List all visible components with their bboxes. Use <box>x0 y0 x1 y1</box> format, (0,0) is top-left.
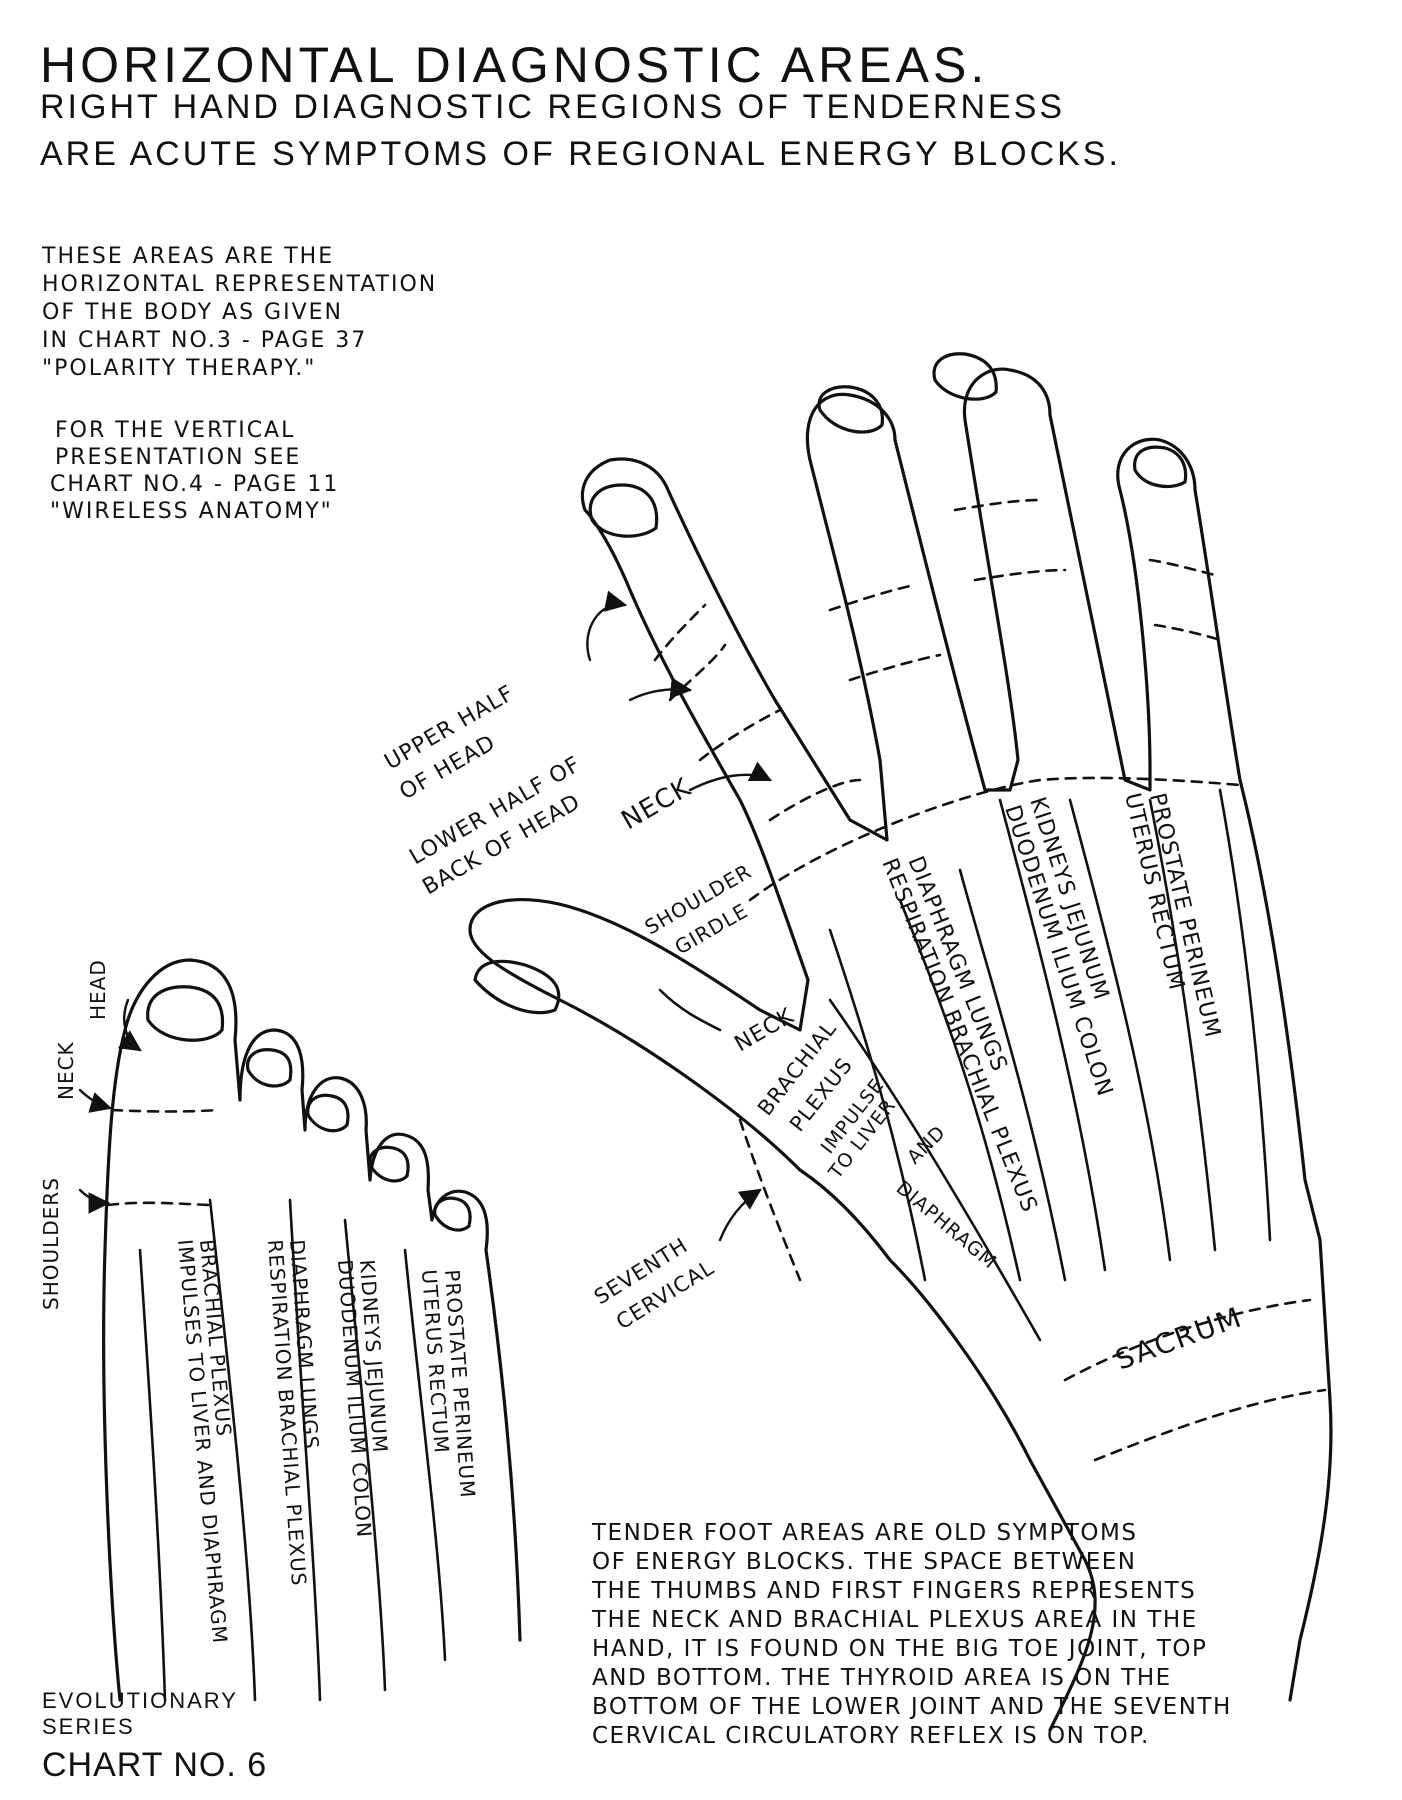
foot-drawing <box>78 958 522 1702</box>
nail-index <box>588 483 659 538</box>
nail-toe-4 <box>368 1145 410 1183</box>
note-vertical-line: CHART NO.4 - PAGE 11 <box>50 472 340 497</box>
arrow-lower-half <box>628 677 693 702</box>
title-line-1: HORIZONTAL DIAGNOSTIC AREAS. <box>40 37 989 93</box>
foot-note-line: OF ENERGY BLOCKS. THE SPACE BETWEEN <box>592 1549 1137 1575</box>
nail-toe-5 <box>433 1196 472 1232</box>
title-line-3: ARE ACUTE SYMPTOMS OF REGIONAL ENERGY BL… <box>40 135 1121 173</box>
foot-note-line: THE NECK AND BRACHIAL PLEXUS AREA IN THE <box>592 1607 1198 1633</box>
palm-lines <box>658 788 1272 1342</box>
note-horizontal-line: OF THE BODY AS GIVEN <box>42 300 343 325</box>
label-foot-neck: NECK <box>54 1041 78 1100</box>
title-line-2: RIGHT HAND DIAGNOSTIC REGIONS OF TENDERN… <box>40 88 1066 126</box>
chart-number: CHART NO. 6 <box>42 1746 268 1784</box>
label-foot-shoulders: SHOULDERS <box>39 1177 63 1310</box>
label-foot-head: HEAD <box>86 959 110 1020</box>
foot-zone-lines <box>106 1108 220 1207</box>
nail-big-toe <box>146 985 225 1042</box>
note-vertical-line: "WIRELESS ANATOMY" <box>50 499 333 524</box>
label-brachial: AND <box>903 1121 950 1168</box>
label-sacrum: SACRUM <box>1111 1300 1247 1376</box>
arrow-seventh <box>718 1188 762 1242</box>
label-neck-finger: NECK <box>617 773 697 837</box>
nail-toe-2 <box>246 1048 293 1088</box>
note-vertical-line: FOR THE VERTICAL <box>55 418 296 443</box>
label-brachial: DIAPHRAGM <box>892 1177 1001 1274</box>
nail-ring <box>932 352 998 401</box>
arrow-neck <box>688 761 772 792</box>
note-vertical-line: PRESENTATION SEE <box>55 445 302 470</box>
foot-note-line: THE THUMBS AND FIRST FINGERS REPRESENTS <box>592 1578 1197 1604</box>
foot-note-line: HAND, IT IS FOUND ON THE BIG TOE JOINT, … <box>592 1636 1208 1662</box>
note-horizontal-line: IN CHART NO.3 - PAGE 37 <box>42 328 368 353</box>
foot-note-line: BOTTOM OF THE LOWER JOINT AND THE SEVENT… <box>592 1694 1232 1720</box>
foot-note-line: AND BOTTOM. THE THYROID AREA IS ON THE <box>592 1665 1172 1691</box>
hand-drawing <box>468 352 1333 1732</box>
foot-note-line: CERVICAL CIRCULATORY REFLEX IS ON TOP. <box>592 1723 1150 1749</box>
label-diaphragm: RESPIRATION BRACHIAL PLEXUS <box>876 855 1041 1216</box>
nail-middle <box>817 385 884 434</box>
note-horizontal-line: HORIZONTAL REPRESENTATION <box>42 272 438 297</box>
arrow-upper-half <box>586 590 628 662</box>
nail-little <box>1133 445 1188 489</box>
hand-outline <box>468 367 1333 1732</box>
hand-zone-lines <box>653 498 1327 1462</box>
series-line-1: EVOLUTIONARY <box>42 1688 238 1713</box>
note-horizontal-line: "POLARITY THERAPY." <box>42 356 317 381</box>
foot-outline <box>102 958 522 1702</box>
nail-toe-3 <box>306 1093 350 1133</box>
foot-lines <box>138 1198 447 1702</box>
note-horizontal-line: THESE AREAS ARE THE <box>42 244 335 269</box>
nail-thumb <box>473 959 561 1015</box>
series-line-2: SERIES <box>42 1714 135 1739</box>
foot-note-line: TENDER FOOT AREAS ARE OLD SYMPTOMS <box>592 1520 1138 1546</box>
